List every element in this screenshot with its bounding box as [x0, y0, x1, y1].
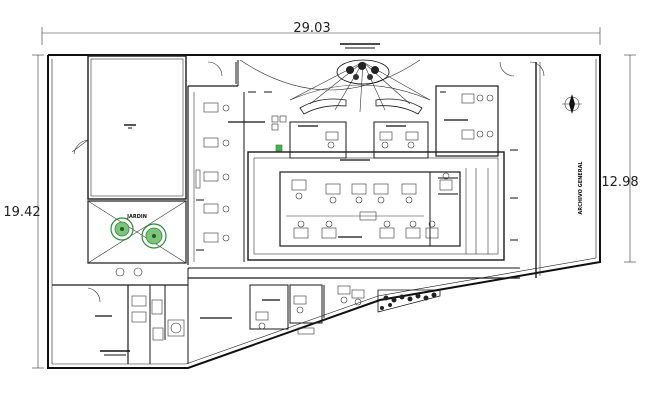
desk-icon	[351, 289, 365, 306]
desk-icon	[379, 131, 393, 149]
desk-icon	[325, 131, 339, 149]
workstations	[291, 172, 453, 239]
archive-label: ARCHIVO GENERAL	[578, 161, 584, 215]
compass-icon	[562, 94, 582, 114]
desk-icon	[439, 172, 453, 191]
dimension-right: 12.98	[601, 54, 639, 263]
desk-icon	[255, 311, 269, 330]
dimension-total-height: 19.42	[3, 205, 40, 220]
garden-label: JARDIN	[126, 214, 147, 220]
tree-icon	[110, 217, 134, 241]
desk-icon	[293, 220, 309, 239]
left-room	[71, 55, 187, 200]
desk-icon	[461, 93, 494, 104]
desk-icon	[351, 183, 367, 204]
planter-icon	[336, 59, 390, 85]
upper-office-left	[187, 60, 287, 265]
desk-column-left	[195, 102, 230, 243]
desk-icon	[337, 285, 351, 304]
desk-icon	[373, 183, 389, 204]
desk-icon	[203, 171, 230, 182]
tree-icon	[141, 223, 167, 249]
outer-walls	[47, 54, 601, 369]
desk-icon	[405, 220, 421, 239]
desk-icon	[405, 131, 419, 149]
desk-icon	[461, 129, 494, 140]
desk-icon	[379, 220, 395, 239]
archive-room: ARCHIVO GENERAL	[535, 62, 584, 278]
desk-icon	[325, 183, 341, 204]
desk-icon	[291, 179, 307, 200]
bottom-left-rooms	[52, 267, 189, 364]
upper-office-right	[435, 85, 499, 157]
desk-icon	[425, 220, 439, 239]
desk-icon	[401, 183, 417, 204]
dimension-right-height: 12.98	[601, 175, 638, 190]
wall-ticks	[196, 91, 518, 251]
central-office	[247, 151, 505, 261]
desk-icon	[203, 102, 230, 113]
planter-strip	[377, 289, 441, 313]
desk-icon	[203, 137, 230, 148]
dimension-left: 19.42	[3, 54, 44, 369]
corridor	[187, 267, 520, 285]
bottom-offices	[200, 284, 365, 335]
desk-icon	[203, 232, 230, 243]
garden-area: JARDIN	[87, 200, 187, 264]
desk-icon	[293, 295, 307, 314]
dimension-total-width: 29.03	[293, 21, 330, 36]
dimension-top: 29.03	[41, 21, 601, 45]
reception-area	[207, 43, 545, 115]
desk-icon	[321, 220, 337, 239]
desk-icon	[203, 203, 230, 214]
